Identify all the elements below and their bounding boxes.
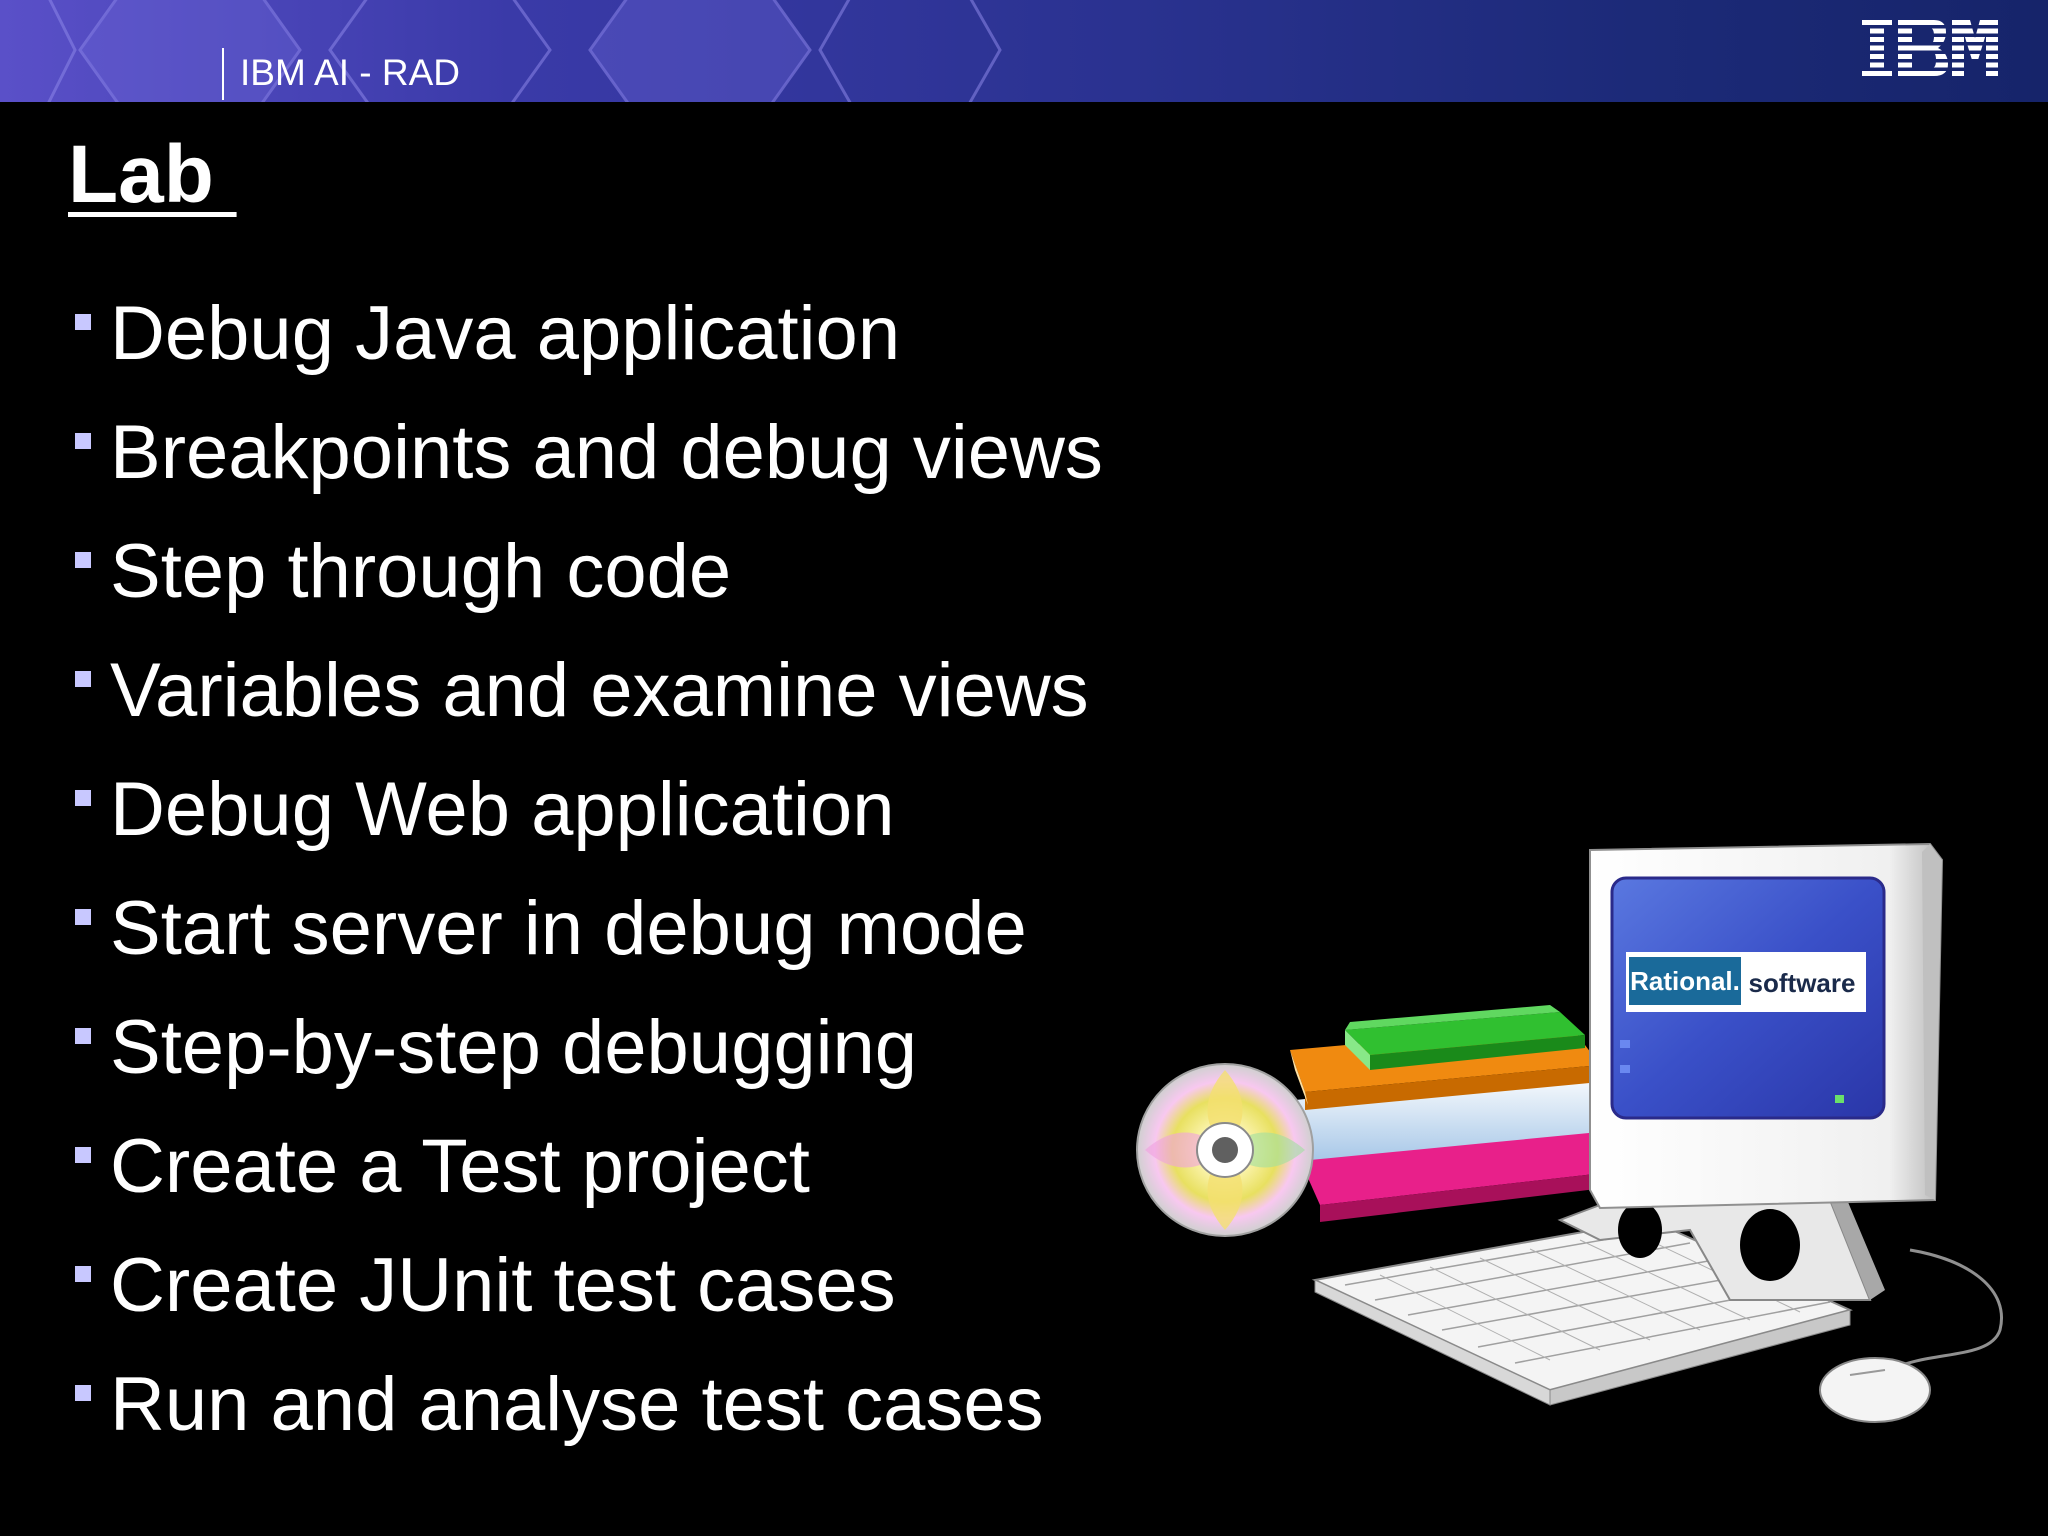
square-bullet-icon: [75, 552, 91, 568]
bullet-text: Create JUnit test cases: [110, 1243, 896, 1328]
square-bullet-icon: [75, 314, 91, 330]
square-bullet-icon: [75, 1147, 91, 1163]
bullet-text: Run and analyse test cases: [110, 1362, 1044, 1447]
hexagon-pattern: [47, 0, 1002, 102]
rational-brand-text: Rational.: [1630, 966, 1740, 996]
square-bullet-icon: [75, 671, 91, 687]
square-bullet-icon: [75, 433, 91, 449]
square-bullet-icon: [75, 1266, 91, 1282]
header-divider: [222, 48, 224, 100]
monitor-icon: Rational. software: [1589, 842, 1944, 1210]
bullet-text: Variables and examine views: [110, 648, 1089, 733]
bullet-text: Breakpoints and debug views: [110, 410, 1103, 495]
monitor-stand-icon: [1557, 1188, 1885, 1301]
cd-icon: [1136, 1063, 1314, 1237]
bullet-text: Step-by-step debugging: [110, 1005, 918, 1090]
slide-title: Lab: [68, 129, 237, 220]
bullet-text: Step through code: [110, 529, 732, 614]
square-bullet-icon: [75, 1385, 91, 1401]
computer-clipart: Rational. software: [1136, 842, 2003, 1423]
header-band: IBM AI - RAD: [0, 0, 2048, 102]
header-title: IBM AI - RAD: [240, 52, 460, 93]
books-icon: [1285, 1005, 1630, 1222]
bullet-text: Create a Test project: [110, 1124, 810, 1209]
square-bullet-icon: [75, 909, 91, 925]
bullet-text: Debug Java application: [110, 291, 901, 376]
square-bullet-icon: [75, 1028, 91, 1044]
mouse-icon: [1819, 1248, 2003, 1423]
square-bullet-icon: [75, 790, 91, 806]
bullet-text: Start server in debug mode: [110, 886, 1027, 971]
rational-product-text: software: [1749, 968, 1856, 998]
bullet-text: Debug Web application: [110, 767, 895, 852]
ibm-logo-icon: [1862, 20, 1998, 76]
